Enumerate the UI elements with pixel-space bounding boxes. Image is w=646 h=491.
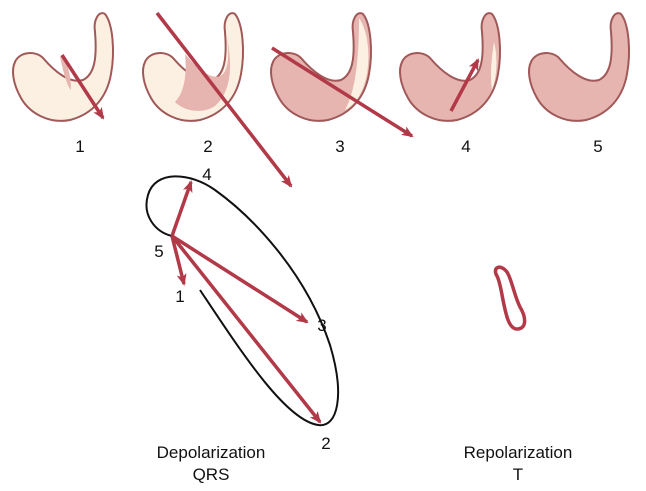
heart-1-label: 1 xyxy=(75,137,84,156)
t-loop xyxy=(493,265,527,331)
heart-4-vector-arrow xyxy=(449,58,480,112)
depolarization-title: Depolarization xyxy=(157,443,266,462)
qrs-loop-outline xyxy=(145,175,340,427)
heart-3 xyxy=(270,12,372,122)
depolarization-wave-label: QRS xyxy=(193,465,230,484)
heart-1-vector-arrow xyxy=(60,54,105,120)
heart-3-unexcited-region xyxy=(345,18,369,110)
qrs-vector-4-label: 4 xyxy=(202,165,211,184)
repolarization-title: Repolarization xyxy=(464,443,573,462)
heart-4 xyxy=(399,12,501,122)
heart-2-vector-arrow xyxy=(155,11,293,188)
heart-4-basal-remaining xyxy=(490,42,497,90)
heart-1 xyxy=(12,12,114,122)
repolarization-wave-label: T xyxy=(513,465,523,484)
qrs-vector-2-arrow xyxy=(170,234,322,424)
qrs-vector-1-arrow xyxy=(170,235,187,286)
qrs-vector-4-arrow xyxy=(170,180,193,237)
heart-5-label: 5 xyxy=(593,137,602,156)
heart-3-vector-arrow xyxy=(271,46,414,138)
heart-1-septal-excitation xyxy=(60,56,71,90)
heart-2-label: 2 xyxy=(203,137,212,156)
qrs-vector-3-label: 3 xyxy=(317,316,326,335)
qrs-vector-3-arrow xyxy=(171,234,309,324)
heart-5 xyxy=(528,12,630,122)
qrs-vector-2-label: 2 xyxy=(321,434,330,453)
qrs-vector-5-label: 5 xyxy=(154,242,163,261)
qrs-vector-1-label: 1 xyxy=(175,287,184,306)
heart-4-label: 4 xyxy=(461,137,470,156)
heart-3-label: 3 xyxy=(335,137,344,156)
